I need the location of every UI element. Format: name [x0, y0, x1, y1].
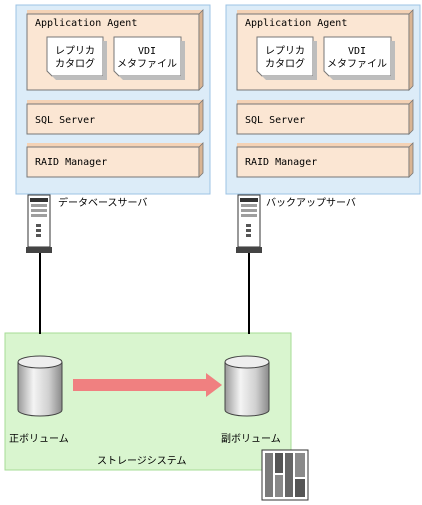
doc2-line2: メタファイル [327, 58, 387, 70]
doc1-line1: レプリカ [265, 45, 305, 57]
vdi-metafile-document: VDI メタファイル [323, 36, 395, 80]
application-agent-title: Application Agent [245, 18, 347, 29]
raid-manager-box: RAID Manager [236, 142, 414, 178]
vdi-metafile-document: VDI メタファイル [113, 36, 185, 80]
database-server-tower-icon [26, 194, 52, 253]
backup-server-panel: Application Agent レプリカ カタログ VDI メタファイル S… [225, 4, 421, 195]
primary-volume-cylinder-icon [17, 355, 63, 417]
doc1-line2: カタログ [265, 57, 305, 70]
secondary-volume-cylinder-icon [224, 355, 270, 417]
doc2-line2: メタファイル [117, 58, 177, 70]
database-server-panel: Application Agent レプリカ カタログ VDI メタファイル S… [15, 4, 211, 195]
sql-server-label: SQL Server [35, 115, 95, 126]
replica-catalog-document: レプリカ カタログ [46, 36, 107, 80]
backup-server-tower-icon [236, 194, 262, 253]
replication-arrow [73, 373, 222, 397]
sql-server-box: SQL Server [236, 99, 414, 135]
backup-server-caption: バックアップサーバ [266, 197, 356, 209]
doc2-line1: VDI [348, 46, 366, 57]
raid-manager-box: RAID Manager [26, 142, 204, 178]
raid-manager-label: RAID Manager [245, 157, 317, 168]
application-agent-title: Application Agent [35, 18, 137, 29]
sql-server-box: SQL Server [26, 99, 204, 135]
primary-volume-label: 正ボリューム [9, 433, 69, 445]
doc1-line1: レプリカ [55, 45, 95, 57]
storage-hardware-icon [261, 449, 309, 501]
storage-system-label: ストレージシステム [97, 455, 187, 467]
secondary-volume-label: 副ボリューム [221, 433, 281, 445]
database-server-caption: データベースサーバ [58, 196, 147, 209]
raid-manager-label: RAID Manager [35, 157, 107, 168]
doc1-line2: カタログ [55, 57, 95, 70]
doc2-line1: VDI [138, 46, 156, 57]
replica-catalog-document: レプリカ カタログ [256, 36, 317, 80]
sql-server-label: SQL Server [245, 115, 305, 126]
